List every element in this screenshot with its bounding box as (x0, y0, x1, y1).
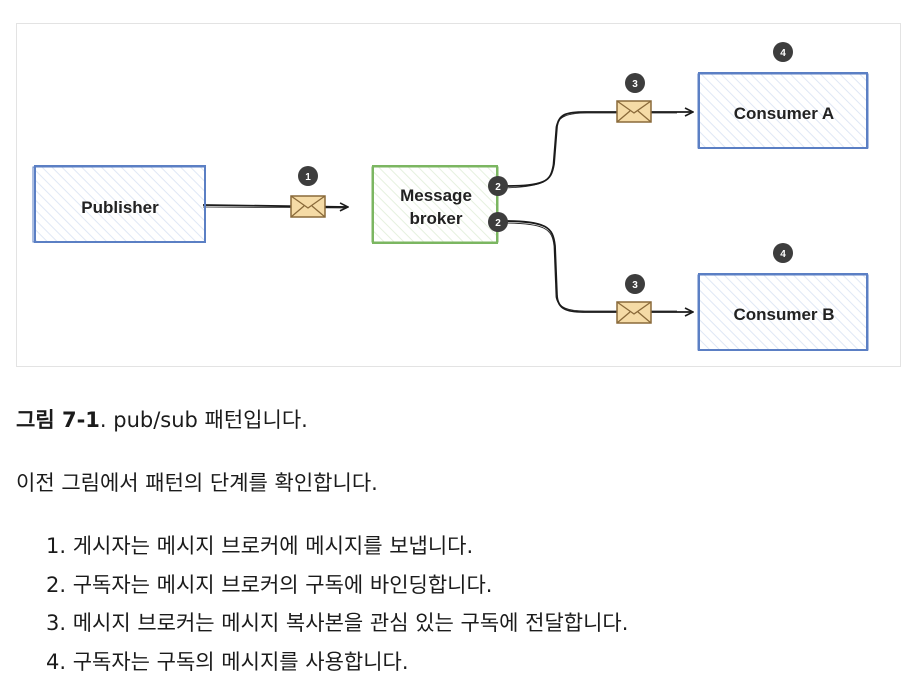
consumer-b-label: Consumer B (733, 305, 834, 324)
list-item: 1. 게시자는 메시지 브로커에 메시지를 보냅니다. (46, 531, 628, 570)
publisher-label: Publisher (81, 198, 159, 217)
intro-paragraph: 이전 그림에서 패턴의 단계를 확인합니다. (16, 468, 378, 498)
broker-to-consumer-b-line (502, 221, 692, 312)
figure-caption-text: . pub/sub 패턴입니다. (100, 408, 308, 432)
step-marker-3-top: 3 (625, 73, 645, 93)
list-item: 2. 구독자는 메시지 브로커의 구독에 바인딩합니다. (46, 570, 628, 609)
figure-caption: 그림 7-1. pub/sub 패턴입니다. (16, 405, 308, 435)
svg-text:4: 4 (780, 48, 786, 59)
step-marker-3-bottom: 3 (625, 274, 645, 294)
consumer-a-label: Consumer A (734, 104, 834, 123)
envelope-icon (291, 196, 325, 217)
svg-text:2: 2 (495, 218, 501, 229)
broker-label-line2: broker (410, 209, 463, 228)
figure-caption-label: 그림 7-1 (16, 408, 100, 432)
svg-text:2: 2 (495, 182, 501, 193)
list-item: 4. 구독자는 구독의 메시지를 사용합니다. (46, 647, 628, 685)
consumer-b-node: Consumer B (698, 274, 868, 350)
svg-text:3: 3 (632, 280, 638, 291)
step-marker-2-bottom: 2 (488, 212, 508, 232)
svg-text:3: 3 (632, 79, 638, 90)
diagram-canvas: Publisher Message broker Consumer A Cons… (17, 24, 902, 368)
step-marker-1: 1 (298, 166, 318, 186)
step-marker-4-b: 4 (773, 243, 793, 263)
list-item: 3. 메시지 브로커는 메시지 복사본을 관심 있는 구독에 전달합니다. (46, 608, 628, 647)
step-marker-4-a: 4 (773, 42, 793, 62)
svg-text:1: 1 (305, 172, 311, 183)
step-marker-2-top: 2 (488, 176, 508, 196)
broker-node: Message broker (372, 166, 498, 243)
broker-label-line1: Message (400, 186, 472, 205)
svg-text:4: 4 (780, 249, 786, 260)
publisher-node: Publisher (33, 166, 205, 242)
envelope-icon (617, 302, 651, 323)
steps-list: 1. 게시자는 메시지 브로커에 메시지를 보냅니다. 2. 구독자는 메시지 … (46, 531, 628, 685)
envelope-icon (617, 101, 651, 122)
broker-to-consumer-a-line (502, 112, 692, 186)
consumer-a-node: Consumer A (698, 73, 868, 148)
pubsub-diagram: Publisher Message broker Consumer A Cons… (16, 23, 901, 367)
